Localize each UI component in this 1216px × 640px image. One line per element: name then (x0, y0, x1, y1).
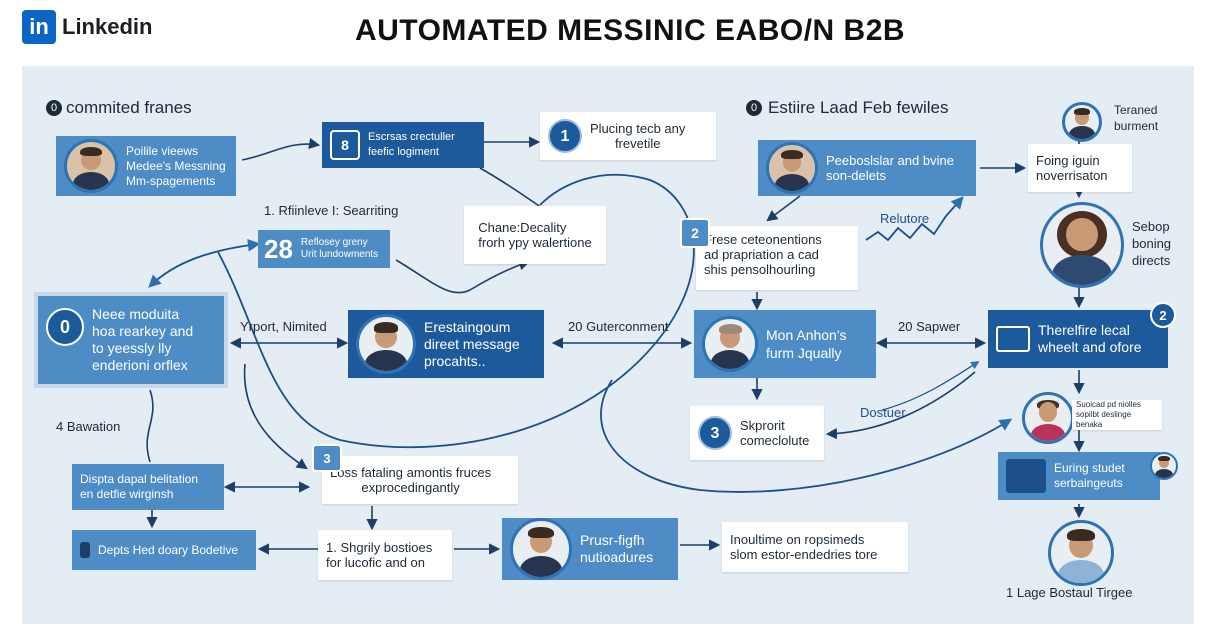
node-chane-text: Chane:Decality frorh ypy walertione (478, 220, 592, 250)
node-mon: Mon Anhon's furm Jqually (694, 310, 876, 378)
left-header-marker: 0 (46, 100, 62, 116)
node-profile-text: Poilile vieews Medee's Messning Mm-spage… (126, 143, 226, 188)
node-sharily-text: 1. Shgrily bostioes for lucofic and on (326, 540, 433, 570)
node-display-text: Dispta dapal belitation en detfie wirgin… (80, 472, 199, 501)
node-mon-text: Mon Anhon's furm Jqually (766, 327, 847, 361)
person-avatar-woman (1040, 202, 1124, 288)
emblem-icon (1006, 459, 1046, 493)
person-avatar (766, 142, 818, 194)
node-stat: 28 Reflosey greny Urit lundowments (258, 230, 390, 268)
node-stat-text: Reflosey greny Urit lundowments (300, 237, 379, 260)
middle-header-text: Estiire Laad Feb fewiles (768, 98, 949, 117)
node-euring: Euring studet serbaingeuts (998, 452, 1160, 500)
arrow-bawation-up (146, 389, 154, 463)
person-avatar-bottom (1048, 520, 1114, 586)
node-sharily: 1. Shgrily bostioes for lucofic and on (318, 530, 452, 580)
label-bawation: 4 Bawation (56, 419, 121, 434)
person-icon (80, 542, 90, 558)
node-prusfigh: Prusr-figfh nutioadures (502, 518, 678, 580)
person-avatar-social (1022, 392, 1074, 444)
middle-section-header: 0 Estiire Laad Feb fewiles (746, 98, 948, 118)
loop-stat-left (148, 239, 261, 288)
node-social: Suoicad pd niolles sopilbt deslinge bena… (1072, 400, 1162, 430)
trend-line (865, 196, 964, 242)
page-title: AUTOMATED MESSINIC EABO/N B2B (354, 14, 906, 47)
arrow-yrport-loop (243, 363, 308, 470)
middle-header-marker: 0 (746, 100, 762, 116)
loop-big-right (600, 379, 1013, 493)
node-creator-text: Escrsas crectuller feefic logiment (368, 131, 455, 158)
node-skprorit: 3 Skprorit comeclolute (690, 406, 824, 460)
linkedin-logo-mark: in (22, 10, 56, 44)
person-avatar (356, 314, 416, 374)
arrow-peeb-to-frese (766, 195, 801, 222)
node-plucing-badge: 1 (548, 119, 582, 153)
node-neee: 0 Neee moduita hoa rearkey and to yeessl… (34, 292, 228, 388)
linkedin-logo: in Linkedin (22, 10, 152, 44)
node-skprorit-text: Skprorit comeclolute (740, 418, 810, 448)
node-creator-badge: 8 (330, 130, 360, 160)
loop-big-left (217, 173, 695, 449)
node-skprorit-badge: 3 (698, 416, 732, 450)
node-euring-text: Euring studet serbaingeuts (1054, 461, 1125, 490)
label-dostuer: Dostuer (860, 405, 906, 420)
arrow-dostuer (825, 371, 976, 440)
linkedin-logo-text: Linkedin (62, 14, 153, 39)
node-direct-text: Erestaingoum direet message procahts.. (424, 318, 520, 369)
label-step1: 1. Rfiinleve I: Searriting (264, 203, 399, 218)
label-sapwer: 20 Sapwer (898, 319, 961, 334)
node-therefire-badge: 2 (1150, 302, 1176, 328)
node-therefire: Therelfire lecal wheelt and ofore (988, 310, 1168, 368)
node-stat-number: 28 (264, 234, 293, 264)
node-neee-text: Neee moduita hoa rearkey and to yeessly … (92, 306, 194, 373)
person-avatar-teraned (1062, 102, 1102, 142)
node-plucing: 1 Plucing tecb any frevetile (540, 112, 716, 160)
monitor-icon (996, 326, 1030, 352)
node-direct: Erestaingoum direet message procahts.. (348, 310, 544, 378)
node-depts: Depts Hed doary Bodetive (72, 530, 256, 570)
arrow-stat-to-chane (395, 259, 531, 294)
node-inoultime-text: Inoultime on ropsimeds slom estor-endedr… (730, 532, 878, 562)
node-neee-badge: 0 (46, 308, 84, 346)
node-foing-text: Foing iguin noverrisaton (1036, 153, 1108, 183)
node-frese: Frese ceteonentions ad prapriation a cad… (696, 226, 858, 290)
node-peeb-text: Peeboslslar and bvine son-delets (826, 153, 954, 183)
node-social-text: Suoicad pd niolles sopilbt deslinge bena… (1076, 400, 1141, 429)
node-plucing-text: Plucing tecb any frevetile (590, 121, 686, 151)
node-frese-text: Frese ceteonentions ad prapriation a cad… (704, 232, 822, 277)
node-loss: Loss fataling amontis fruces exproceding… (322, 456, 518, 504)
person-avatar (702, 316, 758, 372)
label-bottom-right: 1 Lage Bostaul Tirgee (1006, 585, 1133, 600)
left-header-text: commited franes (66, 98, 192, 117)
label-yrport: Yrport, Nimited (240, 319, 327, 334)
node-frese-badge: 2 (680, 218, 710, 248)
node-inoultime: Inoultime on ropsimeds slom estor-endedr… (722, 522, 908, 572)
node-chane: Chane:Decality frorh ypy walertione (464, 206, 606, 264)
person-avatar (510, 518, 572, 580)
node-loss-text: Loss fataling amontis fruces exproceding… (330, 465, 492, 495)
label-sebop: Sebop boning directs (1132, 219, 1172, 268)
arrow-profile-to-creator (241, 137, 321, 161)
node-depts-text: Depts Hed doary Bodetive (98, 542, 239, 557)
node-peeb: Peeboslslar and bvine son-delets (758, 140, 976, 196)
label-relutore: Relutore (880, 211, 930, 226)
node-prusfigh-text: Prusr-figfh nutioadures (580, 532, 654, 565)
node-foing: Foing iguin noverrisaton (1028, 144, 1132, 192)
arrow-skprorit-up (881, 361, 980, 411)
node-display: Dispta dapal belitation en detfie wirgin… (72, 464, 224, 510)
node-loss-badge: 3 (312, 444, 342, 472)
node-therefire-text: Therelfire lecal wheelt and ofore (1038, 322, 1142, 355)
label-gutercoment: 20 Guterconment (568, 319, 669, 334)
label-teraned: Teraned burment (1114, 103, 1159, 133)
node-creator: 8 Escrsas crectuller feefic logiment (322, 122, 484, 168)
node-profile: Poilile vieews Medee's Messning Mm-spage… (56, 136, 236, 196)
person-avatar-small (1150, 452, 1178, 480)
person-avatar (64, 139, 118, 193)
arrow-creator-down (479, 167, 546, 211)
